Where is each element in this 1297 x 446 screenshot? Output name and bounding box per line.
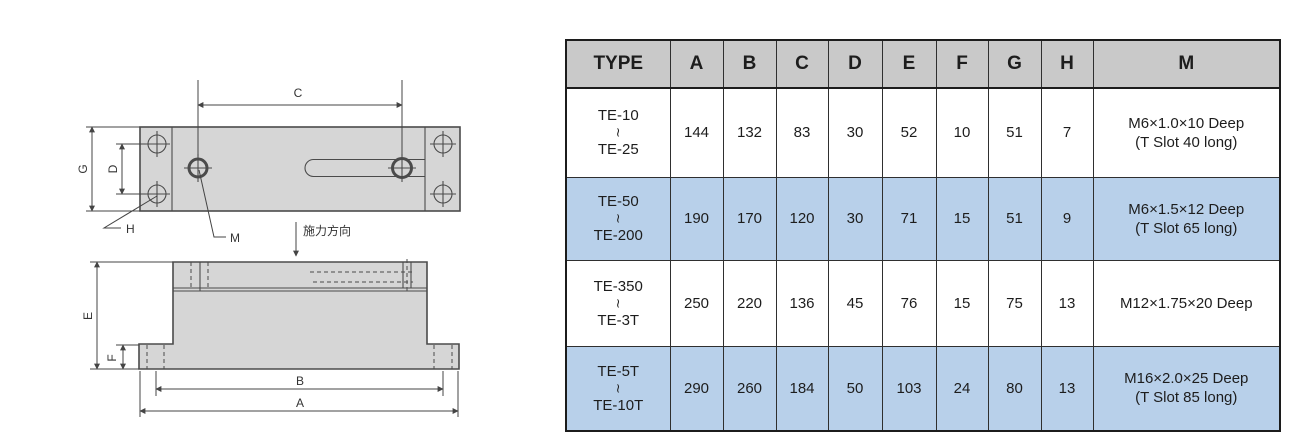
- table-row-te50-te200: TE-50 ∼ TE-200 190 170 120 30 71 15 51 9…: [565, 176, 1281, 261]
- cell-f: 15: [935, 176, 989, 261]
- cell-g: 80: [987, 345, 1042, 432]
- dim-label-h: H: [126, 222, 135, 236]
- cell-b: 260: [722, 345, 777, 432]
- technical-drawing: C G D H: [76, 80, 461, 417]
- cell-e: 76: [881, 259, 937, 347]
- cell-c: 136: [775, 259, 829, 347]
- cell-a: 290: [669, 345, 724, 432]
- dimension-c: C: [197, 80, 403, 156]
- dim-label-m: M: [230, 231, 240, 245]
- cell-d: 45: [827, 259, 883, 347]
- t-slot: [304, 158, 425, 178]
- column-header-g: G: [987, 39, 1042, 89]
- table-row-te5t-te10t: TE-5T ∼ TE-10T 290 260 184 50 103 24 80 …: [565, 345, 1281, 432]
- cell-e: 71: [881, 176, 937, 261]
- threaded-hole-m: [184, 154, 212, 182]
- cell-g: 51: [987, 176, 1042, 261]
- table-header-row: TYPE A B C D E F G H M: [565, 39, 1281, 89]
- cell-m: M12×1.75×20 Deep: [1092, 259, 1281, 347]
- dimension-f: F: [105, 344, 139, 370]
- dim-label-f: F: [105, 354, 119, 361]
- force-direction-label: 施力方向: [303, 223, 351, 238]
- cell-type: TE-50 ∼ TE-200: [565, 176, 671, 261]
- dimension-table: TYPE A B C D E F G H M TE-10 ∼: [565, 39, 1281, 432]
- dimension-a: A: [139, 371, 459, 417]
- column-header-m: M: [1092, 39, 1281, 89]
- column-header-e: E: [881, 39, 937, 89]
- dimension-table-wrapper: TYPE A B C D E F G H M TE-10 ∼: [565, 39, 1281, 432]
- table-row-te350-te3t: TE-350 ∼ TE-3T 250 220 136 45 76 15 75 1…: [565, 259, 1281, 347]
- label-h-leader: H: [102, 195, 158, 236]
- dim-label-g: G: [76, 164, 90, 173]
- dim-label-e: E: [81, 312, 95, 320]
- column-header-d: D: [827, 39, 883, 89]
- cell-h: 9: [1040, 176, 1094, 261]
- cell-h: 13: [1040, 259, 1094, 347]
- dimension-g: G: [76, 126, 140, 212]
- cell-c: 83: [775, 87, 829, 178]
- cell-d: 50: [827, 345, 883, 432]
- column-header-b: B: [722, 39, 777, 89]
- cell-d: 30: [827, 176, 883, 261]
- cell-c: 184: [775, 345, 829, 432]
- column-header-f: F: [935, 39, 989, 89]
- cell-c: 120: [775, 176, 829, 261]
- table-row-te10-te25: TE-10 ∼ TE-25 144 132 83 30 52 10 51 7 M…: [565, 87, 1281, 178]
- force-direction-arrow: 施力方向: [293, 222, 351, 257]
- cell-b: 220: [722, 259, 777, 347]
- cell-a: 190: [669, 176, 724, 261]
- cell-f: 10: [935, 87, 989, 178]
- cell-b: 170: [722, 176, 777, 261]
- column-header-type: TYPE: [565, 39, 671, 89]
- cell-type: TE-10 ∼ TE-25: [565, 87, 671, 178]
- cell-f: 15: [935, 259, 989, 347]
- cell-m: M6×1.0×10 Deep (T Slot 40 long): [1092, 87, 1281, 178]
- cell-m: M16×2.0×25 Deep (T Slot 85 long): [1092, 345, 1281, 432]
- top-view: C G D H: [76, 80, 461, 245]
- column-header-a: A: [669, 39, 724, 89]
- slot-hole: [388, 154, 416, 182]
- cell-f: 24: [935, 345, 989, 432]
- cell-type: TE-350 ∼ TE-3T: [565, 259, 671, 347]
- dim-label-b: B: [296, 374, 304, 388]
- cell-e: 52: [881, 87, 937, 178]
- cell-d: 30: [827, 87, 883, 178]
- dim-label-d: D: [106, 164, 120, 173]
- cell-h: 7: [1040, 87, 1094, 178]
- label-m-leader: M: [198, 169, 240, 245]
- cell-e: 103: [881, 345, 937, 432]
- cell-g: 75: [987, 259, 1042, 347]
- dim-label-a: A: [296, 396, 304, 410]
- column-header-h: H: [1040, 39, 1094, 89]
- dim-label-c: C: [294, 86, 303, 100]
- cell-b: 132: [722, 87, 777, 178]
- cell-h: 13: [1040, 345, 1094, 432]
- column-header-c: C: [775, 39, 829, 89]
- cell-a: 144: [669, 87, 724, 178]
- dimension-b: B: [155, 371, 444, 396]
- cell-a: 250: [669, 259, 724, 347]
- cell-m: M6×1.5×12 Deep (T Slot 65 long): [1092, 176, 1281, 261]
- dimension-e: E: [81, 261, 173, 370]
- side-view: E F B A: [81, 259, 460, 417]
- dimension-d: D: [106, 143, 146, 195]
- cell-type: TE-5T ∼ TE-10T: [565, 345, 671, 432]
- cell-g: 51: [987, 87, 1042, 178]
- corner-bolt-holes: [144, 131, 456, 207]
